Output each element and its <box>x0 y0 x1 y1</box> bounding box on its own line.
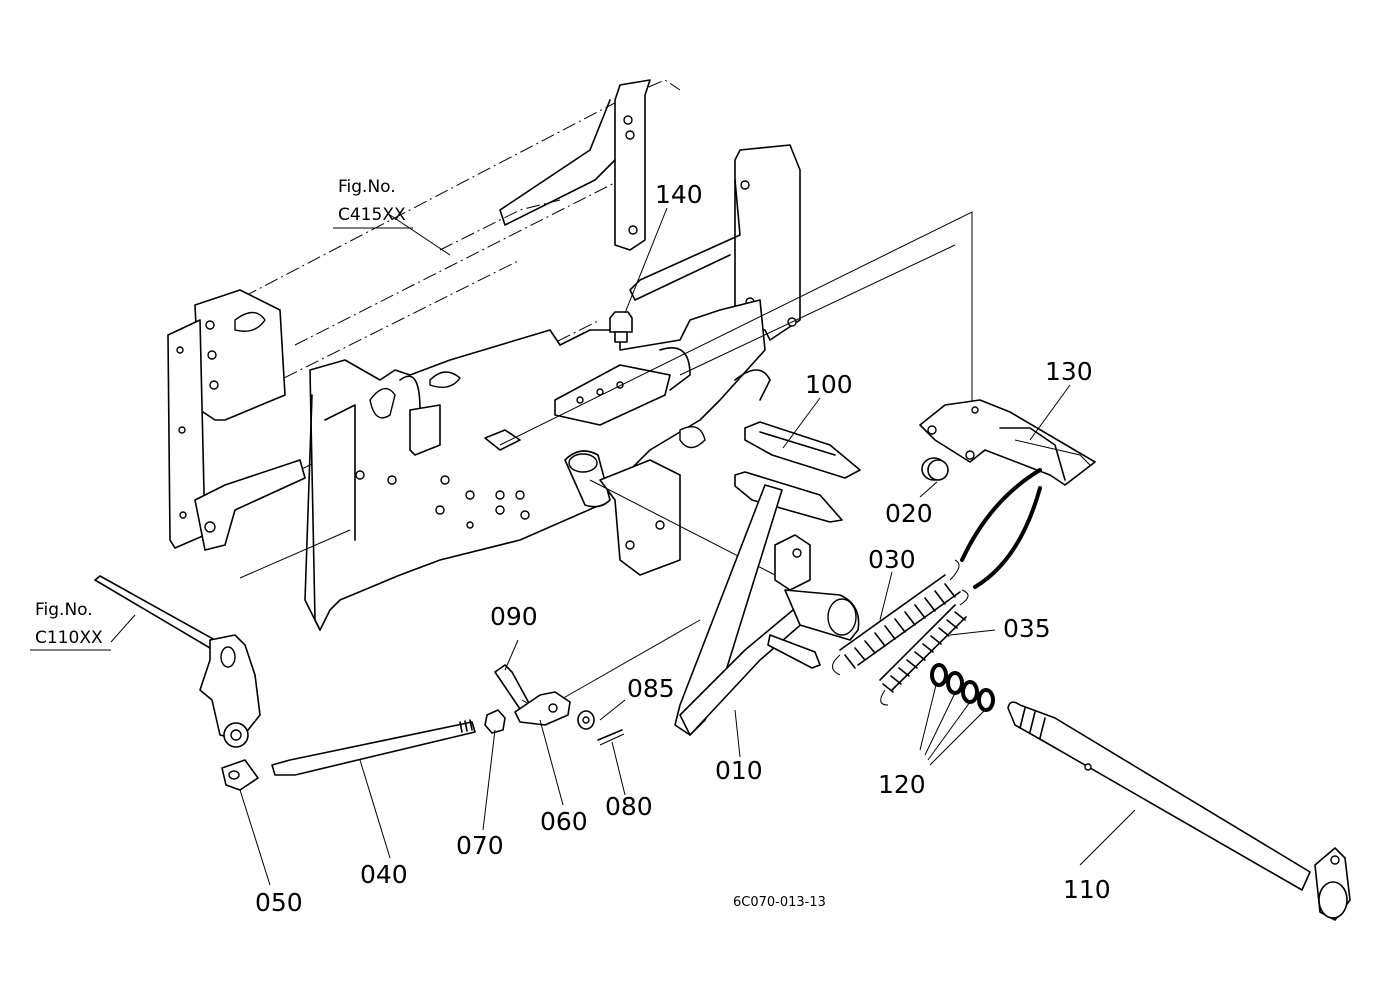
label-part-100: 100 <box>805 370 853 399</box>
linkage-rod-assembly <box>94 575 625 791</box>
label-part-080: 080 <box>605 792 653 821</box>
fig-ref-c415-line1: Fig.No. <box>338 177 396 197</box>
part-035-spring <box>879 589 969 706</box>
part-070-nut <box>484 709 506 734</box>
drawing-code: 6C070-013-13 <box>733 895 826 910</box>
part-110-pedal-shaft <box>1007 701 1351 921</box>
part-050-clevis <box>221 759 259 791</box>
part-100-pedal-pad <box>734 421 861 523</box>
label-part-070: 070 <box>456 831 504 860</box>
label-part-050: 050 <box>255 888 303 917</box>
part-140-grease-fitting <box>609 311 633 350</box>
part-085-washer <box>577 710 595 730</box>
label-part-120: 120 <box>878 770 926 799</box>
part-030-spring <box>832 559 961 676</box>
part-010-pedal-arm <box>674 484 860 736</box>
label-part-030: 030 <box>868 545 916 574</box>
fig-ref-c415-line2: C415XX <box>338 205 406 225</box>
label-part-090: 090 <box>490 602 538 631</box>
part-060-yoke <box>514 691 571 726</box>
fig-ref-c110-line1: Fig.No. <box>35 600 93 620</box>
part-120-rings <box>930 663 995 712</box>
label-leaders <box>30 207 1136 886</box>
part-080-cotter-pin <box>597 729 625 746</box>
part-020-stopper-bolt <box>921 457 949 481</box>
label-part-140: 140 <box>655 180 703 209</box>
frame-assembly <box>167 79 801 631</box>
label-part-060: 060 <box>540 807 588 836</box>
part-040-rod <box>271 719 476 776</box>
label-part-085: 085 <box>627 674 675 703</box>
fig-ref-c110-line2: C110XX <box>35 628 103 648</box>
label-part-010: 010 <box>715 756 763 785</box>
label-part-110: 110 <box>1063 875 1111 904</box>
part-130-bracket <box>919 399 1096 589</box>
label-part-020: 020 <box>885 499 933 528</box>
label-part-035: 035 <box>1003 614 1051 643</box>
label-part-130: 130 <box>1045 357 1093 386</box>
label-part-040: 040 <box>360 860 408 889</box>
